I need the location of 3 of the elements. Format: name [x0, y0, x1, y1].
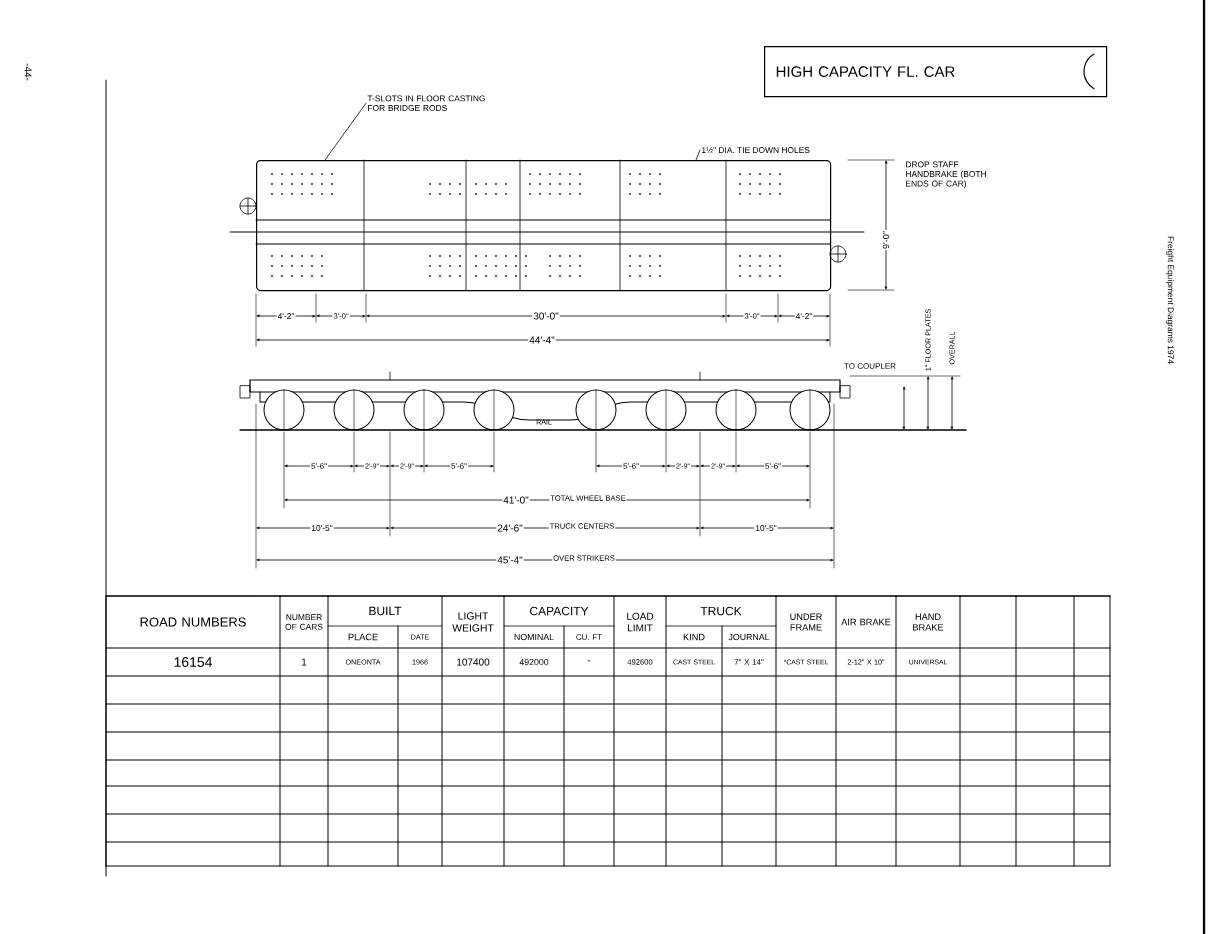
leader-line	[695, 149, 701, 161]
leader-line	[324, 102, 367, 161]
flat-car-plan-drawing	[229, 159, 865, 292]
